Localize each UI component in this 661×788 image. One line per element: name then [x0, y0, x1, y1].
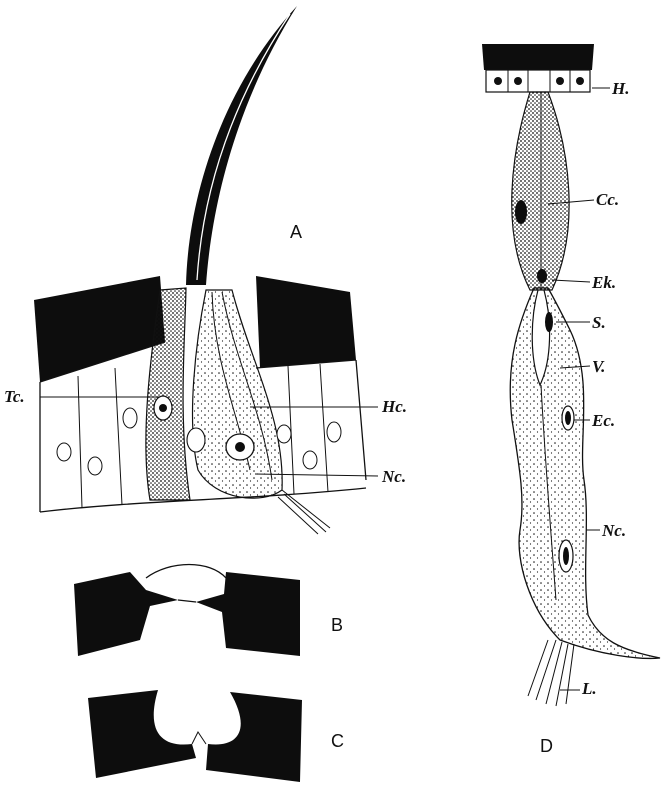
hair-seta: [186, 6, 297, 285]
nerve-fibres-a: [278, 490, 330, 534]
panel-label-d: D: [540, 736, 553, 756]
cuticle-left: [34, 276, 165, 382]
label-nc: Nc.: [381, 467, 406, 486]
c-block-left: [88, 690, 196, 778]
d-cap-cell: [512, 92, 569, 290]
panel-label-a: A: [290, 222, 302, 242]
panel-label-c: C: [331, 731, 344, 751]
d-label-cc: Cc.: [596, 190, 619, 209]
c-block-right: [206, 692, 302, 782]
d-nerve-strand: [528, 640, 574, 706]
d-label-s: S.: [592, 313, 606, 332]
figure-d-sensillum: H. Cc. Ek. S. V. Ec. Nc. L. D: [482, 44, 660, 756]
d-s-nucleus: [545, 312, 553, 332]
d-ek-body: [537, 269, 547, 283]
d-label-v: V.: [592, 357, 605, 376]
figure-a-sensory-hair: Tc. Hc. Nc. A: [4, 6, 407, 534]
figure-b-section: B: [74, 565, 343, 657]
label-tc: Tc.: [4, 387, 25, 406]
d-cc-nucleus: [515, 200, 527, 224]
d-label-h: H.: [611, 79, 629, 98]
d-label-ec: Ec.: [591, 411, 615, 430]
d-label-ek: Ek.: [591, 273, 616, 292]
b-block-left: [74, 572, 178, 656]
panel-label-b: B: [331, 615, 343, 635]
nc-small-nucleus: [187, 428, 205, 452]
figure-c-section: C: [88, 690, 344, 782]
d-label-nc: Nc.: [601, 521, 626, 540]
d-cuticle-cap: [482, 44, 594, 70]
cuticle-right: [256, 276, 356, 368]
hair-inner-line: [197, 14, 290, 280]
d-label-l: L.: [581, 679, 597, 698]
label-hc: Hc.: [381, 397, 407, 416]
c-notch: [192, 732, 206, 744]
b-block-right: [196, 572, 300, 656]
